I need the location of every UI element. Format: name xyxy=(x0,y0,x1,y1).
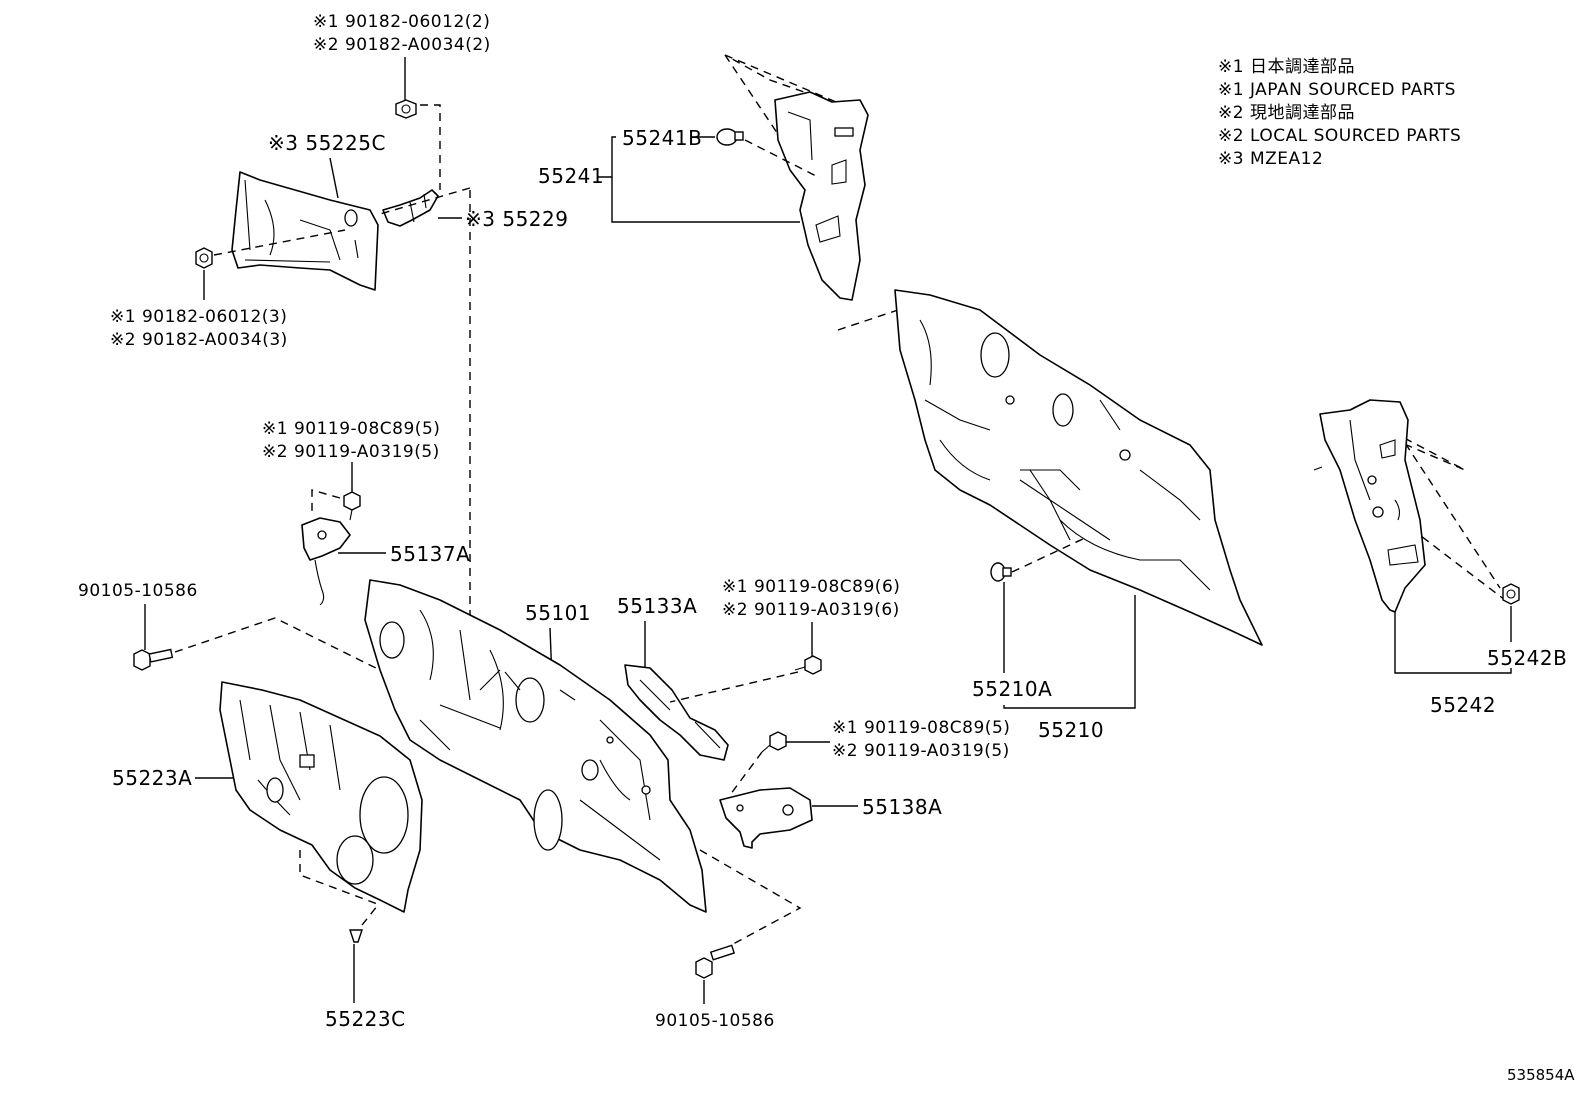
legend-line-1: ※1 日本調達部品 xyxy=(1218,57,1355,77)
part-55229-group: ※3 55229 xyxy=(379,187,568,635)
label-55242b[interactable]: 55242B xyxy=(1487,646,1567,670)
bolt-icon xyxy=(133,648,174,671)
bolt-90105-left-group: 90105-10586 xyxy=(78,581,401,681)
clip-icon xyxy=(990,562,1012,582)
label-bolt-138-2[interactable]: ※2 90119-A0319(5) xyxy=(832,741,1010,761)
label-55241[interactable]: 55241 xyxy=(538,164,604,188)
dash-bolt-133 xyxy=(669,671,799,703)
diagram-id: 535854A xyxy=(1507,1066,1575,1084)
leader-55225c xyxy=(329,157,339,199)
dash-nut-top xyxy=(420,104,441,190)
legend-line-2: ※1 JAPAN SOURCED PARTS xyxy=(1218,80,1456,100)
label-55133a[interactable]: 55133A xyxy=(617,594,697,618)
label-55210[interactable]: 55210 xyxy=(1038,718,1104,742)
leader-55241-bottom xyxy=(611,177,800,223)
part-55242-group: 55242B 55242 xyxy=(1313,399,1567,717)
label-bolt-137-1[interactable]: ※1 90119-08C89(5) xyxy=(262,419,440,439)
part-55210-group: 55210A 55210 xyxy=(837,289,1263,742)
clip-icon xyxy=(349,929,363,943)
label-55229[interactable]: ※3 55229 xyxy=(465,207,568,231)
label-55101[interactable]: 55101 xyxy=(525,601,591,625)
label-nut-top-2[interactable]: ※2 90182-A0034(2) xyxy=(313,35,491,55)
part-55137a-group: ※1 90119-08C89(5) ※2 90119-A0319(5) 5513… xyxy=(262,419,470,606)
dash-55223c xyxy=(361,904,379,926)
dash-bolt-138 xyxy=(729,751,763,796)
bolt-133-group: ※1 90119-08C89(6) ※2 90119-A0319(6) xyxy=(669,577,900,703)
label-55241b[interactable]: 55241B xyxy=(622,126,702,150)
dash-55229 xyxy=(379,187,471,215)
part-55225c-group: ※3 55225C xyxy=(231,131,386,291)
dash-55241b xyxy=(744,139,821,179)
part-55138a-shape[interactable] xyxy=(719,787,813,849)
dash-bolt-90105-bottom xyxy=(699,849,802,951)
legend-line-5: ※3 MZEA12 xyxy=(1218,149,1323,169)
part-55210-shape[interactable] xyxy=(894,289,1263,646)
dash-bolt-137 xyxy=(311,489,341,515)
bolt-icon xyxy=(343,491,361,521)
label-bolt-137-2[interactable]: ※2 90119-A0319(5) xyxy=(262,442,440,462)
bolt-icon xyxy=(761,731,787,753)
bolt-icon xyxy=(794,655,822,675)
label-bolt-90105-bottom[interactable]: 90105-10586 xyxy=(655,1011,775,1031)
part-55225c-shape[interactable] xyxy=(231,171,379,291)
dash-55242-top xyxy=(1354,411,1466,471)
label-bolt-133-1[interactable]: ※1 90119-08C89(6) xyxy=(722,577,900,597)
part-55242-shape[interactable] xyxy=(1319,399,1426,613)
part-55133a-group: 55133A xyxy=(617,594,729,761)
label-nut-left-2[interactable]: ※2 90182-A0034(3) xyxy=(110,330,288,350)
nut-left-group: ※1 90182-06012(3) ※2 90182-A0034(3) xyxy=(110,229,346,350)
part-55133a-shape[interactable] xyxy=(624,664,729,761)
part-55101-shape[interactable] xyxy=(364,579,707,913)
legend: ※1 日本調達部品 ※1 JAPAN SOURCED PARTS ※2 現地調達… xyxy=(1218,57,1461,169)
label-bolt-138-1[interactable]: ※1 90119-08C89(5) xyxy=(832,718,1010,738)
part-55138a-group: ※1 90119-08C89(5) ※2 90119-A0319(5) 5513… xyxy=(719,718,1010,849)
leader-55242 xyxy=(1394,612,1512,674)
label-55223a[interactable]: 55223A xyxy=(112,766,192,790)
part-55241-shape[interactable] xyxy=(774,91,869,301)
label-55210a[interactable]: 55210A xyxy=(972,677,1052,701)
part-55229-shape[interactable] xyxy=(382,189,439,227)
bolt-icon xyxy=(695,944,736,979)
label-55137a[interactable]: 55137A xyxy=(390,542,470,566)
nut-icon xyxy=(395,99,417,119)
label-nut-left-1[interactable]: ※1 90182-06012(3) xyxy=(110,307,287,327)
nut-top-group: ※1 90182-06012(2) ※2 90182-A0034(2) xyxy=(313,12,491,190)
part-55223a-group: 55223A xyxy=(112,681,423,913)
part-55101-group: 55101 xyxy=(364,579,707,913)
label-55223c[interactable]: 55223C xyxy=(325,1007,406,1031)
label-bolt-133-2[interactable]: ※2 90119-A0319(6) xyxy=(722,600,900,620)
leader-55241-top xyxy=(597,136,616,178)
label-55242[interactable]: 55242 xyxy=(1430,693,1496,717)
bolt-90105-bottom-group: 90105-10586 xyxy=(655,849,802,1031)
nut-icon xyxy=(1502,583,1520,605)
legend-line-4: ※2 LOCAL SOURCED PARTS xyxy=(1218,126,1461,146)
label-55138a[interactable]: 55138A xyxy=(862,795,942,819)
part-55241-group: 55241B 55241 xyxy=(538,54,869,301)
part-55223c-group: 55223C xyxy=(325,904,406,1031)
label-bolt-90105-left[interactable]: 90105-10586 xyxy=(78,581,198,601)
dash-bolt-90105-left xyxy=(174,617,401,681)
dash-55242-side xyxy=(1389,419,1501,589)
leader-55210 xyxy=(1003,595,1136,709)
nut-icon xyxy=(195,247,213,269)
label-nut-top-1[interactable]: ※1 90182-06012(2) xyxy=(313,12,490,32)
legend-line-3: ※2 現地調達部品 xyxy=(1218,103,1355,123)
clip-icon xyxy=(716,128,744,146)
part-55137a-shape[interactable] xyxy=(301,517,351,561)
label-55225c[interactable]: ※3 55225C xyxy=(268,131,386,155)
